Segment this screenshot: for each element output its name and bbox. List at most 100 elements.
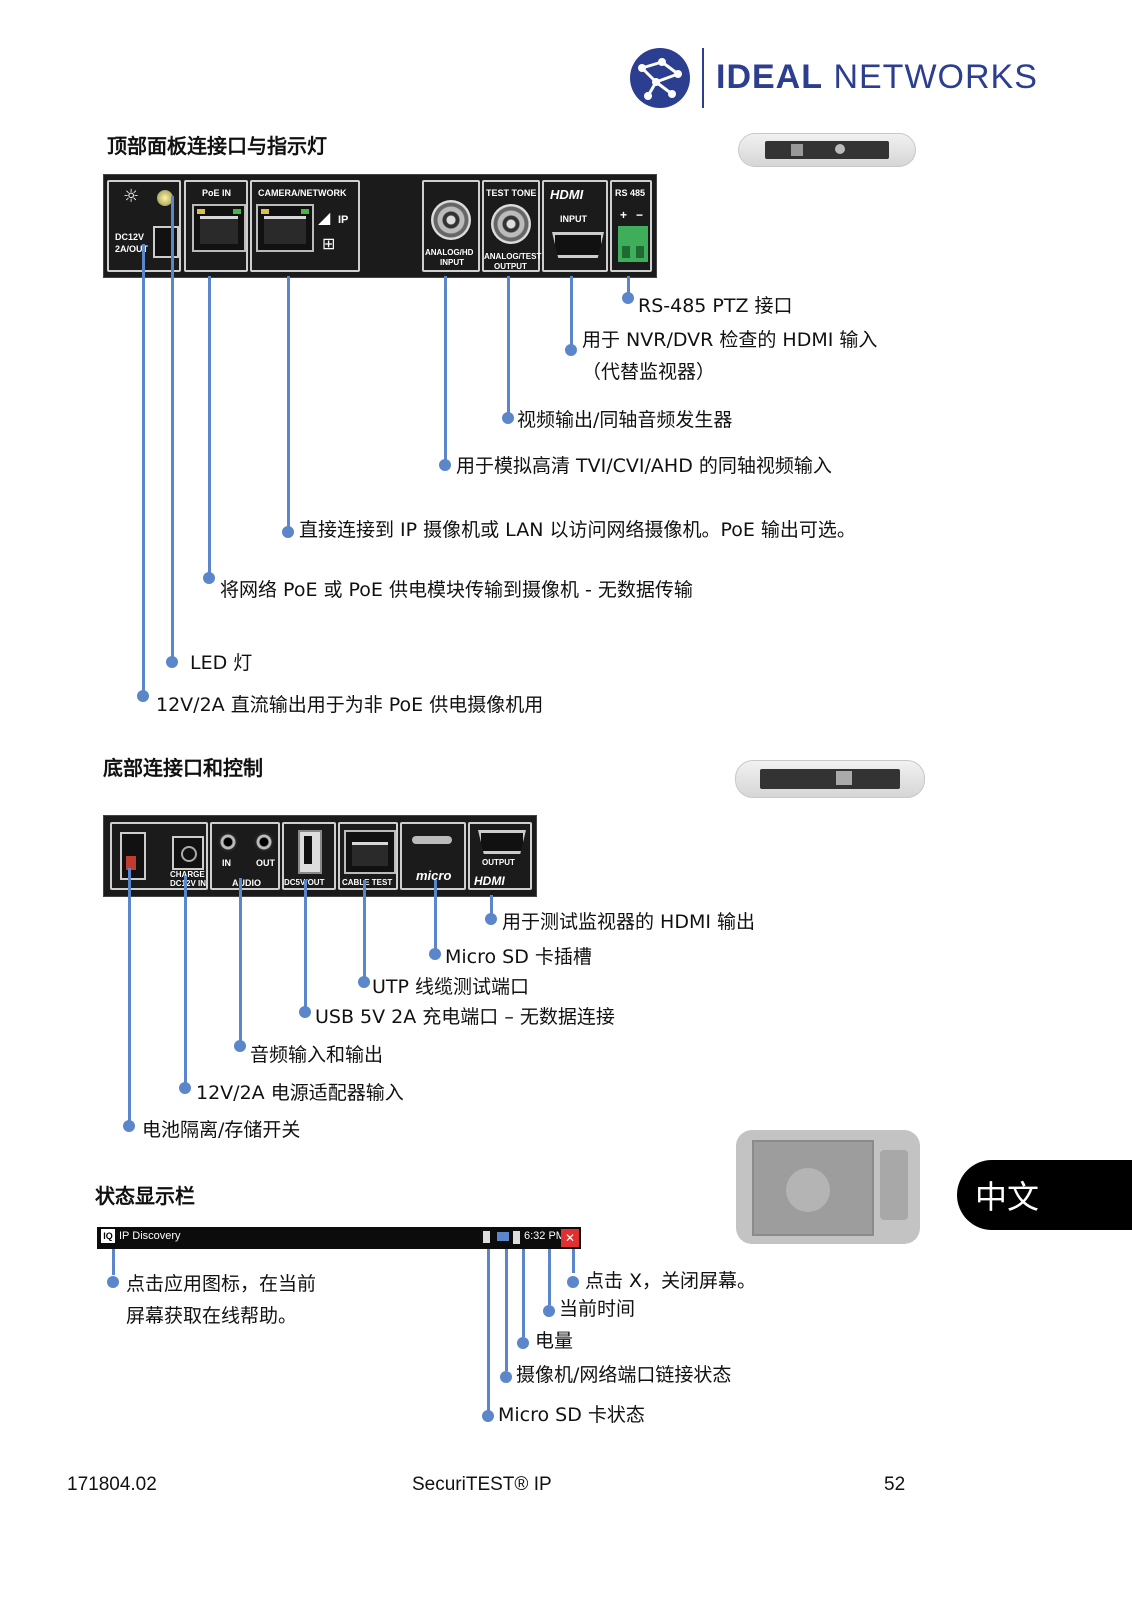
annotation-utp-test: UTP 线缆测试端口: [372, 976, 530, 998]
annotation-power-input: 12V/2A 电源适配器输入: [196, 1082, 404, 1104]
hdmi-input-label: INPUT: [560, 214, 587, 224]
language-tab[interactable]: 中文: [957, 1160, 1132, 1230]
audio-label: AUDIO: [232, 878, 261, 888]
rs485-terminal: [618, 226, 648, 262]
charge-jack: [172, 836, 204, 870]
rs485-cell: RS 485 + −: [610, 180, 652, 272]
annotation-rs485: RS-485 PTZ 接口: [638, 295, 793, 317]
hdmi-output-cell: OUTPUT HDMI: [468, 822, 532, 890]
rs485-plus-label: +: [620, 208, 628, 222]
cable-test-cell: CABLE TEST: [338, 822, 398, 890]
analog-test-bnc: [491, 204, 531, 244]
status-bar-heading: 状态显示栏: [95, 1184, 195, 1208]
audio-out-jack: [254, 832, 274, 852]
footer-product: SecuriTEST® IP: [412, 1474, 552, 1495]
annotation-dc-out: 12V/2A 直流输出用于为非 PoE 供电摄像机用: [156, 694, 544, 716]
annotation-usb: USB 5V 2A 充电端口 – 无数据连接: [315, 1006, 615, 1028]
analog-hd-cell: ANALOG/HD INPUT: [422, 180, 480, 272]
status-bar-app-title: IP Discovery: [119, 1230, 181, 1242]
annotation-hdmi-input: 用于 NVR/DVR 检查的 HDMI 输入: [582, 329, 878, 351]
led-light-icon: ☼: [123, 186, 140, 207]
annotation-close: 点击 X，关闭屏幕。: [585, 1270, 757, 1292]
device-front-thumbnail: [736, 1130, 920, 1244]
brand-logo: IDEAL NETWORKS: [628, 46, 1058, 112]
annotation-poe-in: 将网络 PoE 或 PoE 供电模块传输到摄像机 - 无数据传输: [220, 579, 693, 601]
analog-hd-bnc: [431, 200, 471, 240]
cable-test-label: CABLE TEST: [342, 878, 393, 887]
dc-out-jack: [153, 226, 179, 258]
camera-icon: ◢: [318, 208, 331, 227]
annotation-hdmi-output: 用于测试监视器的 HDMI 输出: [502, 911, 755, 933]
annotation-video-output: 视频输出/同轴音频发生器: [517, 409, 733, 431]
brand-name-bold: IDEAL: [716, 58, 823, 96]
poe-in-label: PoE IN: [202, 188, 232, 198]
audio-in-jack: [218, 832, 238, 852]
battery-icon: [513, 1231, 520, 1244]
audio-out-label: OUT: [256, 858, 275, 868]
microsd-cell: micro: [400, 822, 466, 890]
switch-charge-cell: CHARGE DC12V IN: [110, 822, 208, 890]
camera-network-cell: CAMERA/NETWORK ◢ IP ⊞: [250, 180, 360, 272]
status-bar-close-button[interactable]: ✕: [561, 1229, 579, 1247]
hdmi-input-port: [552, 232, 604, 258]
network-link-icon: [497, 1232, 509, 1241]
microsd-slot: [412, 836, 452, 844]
audio-cell: IN OUT AUDIO: [210, 822, 280, 890]
device-top-thumbnail: [738, 133, 916, 167]
brand-name: IDEAL NETWORKS: [716, 58, 1038, 97]
analog-test-label: ANALOG/TEST: [484, 252, 542, 261]
microsd-status-icon: [483, 1231, 490, 1243]
dc-current-label: 2A/OUT: [115, 244, 149, 254]
camera-network-label: CAMERA/NETWORK: [258, 188, 347, 198]
poe-in-port: [192, 204, 246, 252]
annotation-time: 当前时间: [559, 1298, 636, 1320]
battery-switch: [120, 832, 146, 880]
annotation-network-link: 摄像机/网络端口链接状态: [516, 1364, 732, 1386]
dc-in-label: DC12V IN: [170, 879, 207, 888]
network-globe-icon: [630, 48, 690, 108]
audio-in-label: IN: [222, 858, 231, 868]
top-panel-heading: 顶部面板连接口与指示灯: [107, 134, 327, 158]
test-tone-cell: TEST TONE ANALOG/TEST OUTPUT: [482, 180, 542, 272]
annotation-audio: 音频输入和输出: [250, 1044, 384, 1066]
annotation-led: LED 灯: [190, 652, 253, 674]
annotation-battery-switch: 电池隔离/存储开关: [142, 1119, 301, 1141]
annotation-microsd-status: Micro SD 卡状态: [498, 1404, 645, 1426]
usb-port: [298, 830, 322, 874]
status-bar-time: 6:32 PM: [524, 1230, 565, 1242]
analog-hd-sub-label: INPUT: [440, 258, 464, 267]
charge-label: CHARGE: [170, 870, 205, 879]
footer-page-number: 52: [884, 1474, 906, 1495]
led-indicator: [157, 190, 173, 206]
test-tone-label: TEST TONE: [486, 188, 537, 198]
language-tab-label: 中文: [975, 1178, 1040, 1216]
micro-logo: micro: [416, 868, 452, 883]
analog-hd-label: ANALOG/HD: [425, 248, 474, 257]
rs485-label: RS 485: [615, 188, 646, 198]
usb-cell: DC5V/OUT: [282, 822, 336, 890]
annotation-microsd-slot: Micro SD 卡插槽: [445, 946, 592, 968]
annotation-hdmi-input-note: （代替监视器）: [582, 361, 716, 383]
hdmi-logo: HDMI: [550, 187, 584, 202]
status-bar: IQ IP Discovery 6:32 PM ✕: [97, 1227, 581, 1249]
hdmi-output-port: [478, 830, 526, 854]
hdmi-input-cell: HDMI INPUT: [542, 180, 608, 272]
led-dc-cell: ☼ DC12V 2A/OUT: [107, 180, 181, 272]
bottom-connector-panel: CHARGE DC12V IN IN OUT AUDIO DC5V/OUT CA…: [103, 815, 537, 897]
brand-name-light: NETWORKS: [833, 58, 1038, 96]
annotation-coax-input: 用于模拟高清 TVI/CVI/AHD 的同轴视频输入: [456, 455, 832, 477]
top-connector-panel: ☼ DC12V 2A/OUT PoE IN CAMERA/NETWORK ◢ I…: [103, 174, 657, 278]
dc12v-label: DC12V: [115, 232, 145, 242]
annotation-app-help-line1: 点击应用图标，在当前: [126, 1273, 317, 1295]
poe-in-cell: PoE IN: [184, 180, 248, 272]
hdmi-output-label: OUTPUT: [482, 858, 515, 867]
analog-test-sub-label: OUTPUT: [494, 262, 527, 271]
ip-label: IP: [338, 214, 349, 226]
device-bottom-thumbnail: [735, 760, 925, 798]
annotation-battery: 电量: [535, 1330, 574, 1352]
app-help-icon[interactable]: IQ: [101, 1229, 115, 1243]
bottom-panel-heading: 底部连接口和控制: [103, 756, 263, 780]
network-icon: ⊞: [322, 234, 336, 253]
hdmi-output-logo: HDMI: [474, 874, 505, 888]
rs485-minus-label: −: [636, 208, 644, 222]
